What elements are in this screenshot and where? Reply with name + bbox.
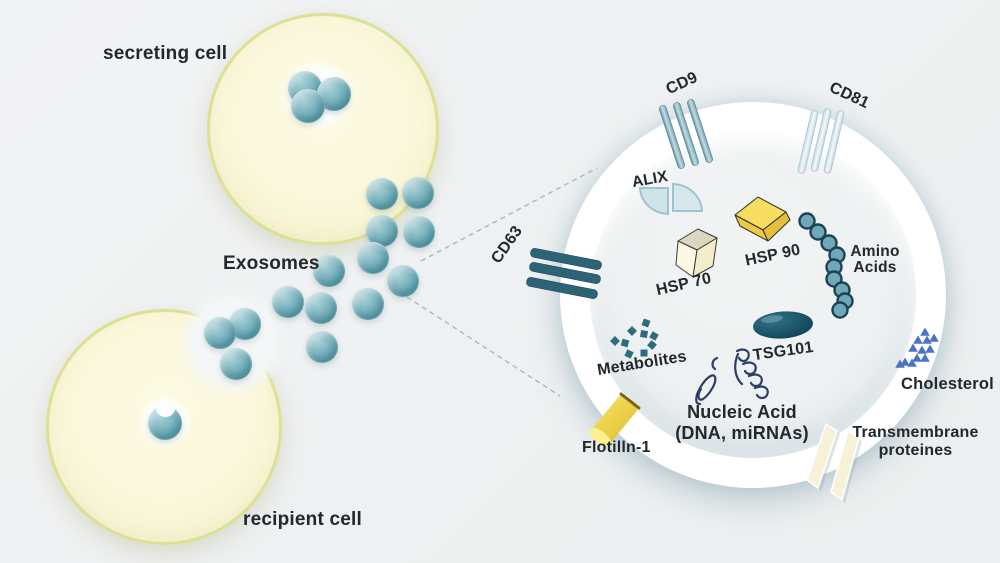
tsg101-ellipse <box>753 311 813 339</box>
cd63-protein-bars <box>526 248 602 299</box>
cd81-protein-bars <box>797 108 845 174</box>
exosome-vesicle <box>220 348 252 380</box>
nucleic-acid-squiggle <box>695 348 769 406</box>
exosomes-label: Exosomes <box>223 253 320 274</box>
amino-acids-label: Amino Acids <box>840 243 910 277</box>
exosome-vesicle <box>402 177 434 209</box>
recipient-cell-label: recipient cell <box>243 509 362 530</box>
nucleic-acid-label-line2: (DNA, miRNAs) <box>675 422 809 443</box>
flotillin-channel <box>589 392 641 447</box>
exosome-vesicle <box>291 89 325 123</box>
cholesterol-cluster <box>895 327 939 368</box>
secreting-cell-shape <box>207 13 439 245</box>
exosome-vesicle <box>305 292 337 324</box>
zoom-line-lower <box>406 296 561 397</box>
amino-acids-chain <box>798 212 854 319</box>
exosome-vesicle <box>313 255 345 287</box>
transmembrane-label-line1: Transmembrane <box>852 424 979 441</box>
nucleic-acid-label: Nucleic Acid (DNA, miRNAs) <box>658 402 826 443</box>
flotillin-label: Flotilln-1 <box>582 439 651 456</box>
transmembrane-proteins-bars <box>806 422 862 503</box>
exosome-vesicle <box>366 178 398 210</box>
exosome-vesicle <box>387 265 419 297</box>
exosome-vesicle <box>357 242 389 274</box>
transmembrane-proteins-label: Transmembrane proteines <box>843 424 988 461</box>
exosome-vesicle <box>366 215 398 247</box>
amino-acids-label-line1: Amino <box>850 243 900 260</box>
cholesterol-label: Cholesterol <box>901 375 994 393</box>
metabolites-cluster <box>610 318 659 359</box>
transmembrane-label-line2: proteines <box>878 442 953 460</box>
secreting-cell-label: secreting cell <box>103 43 228 64</box>
exosome-vesicle <box>272 286 304 318</box>
exosome-vesicle <box>403 216 435 248</box>
hsp90-cube <box>734 196 791 242</box>
cd9-protein-bars <box>659 99 713 169</box>
nucleic-acid-label-line1: Nucleic Acid <box>687 402 797 422</box>
exosome-vesicle <box>306 331 338 363</box>
exosome-vesicle <box>204 317 236 349</box>
exosome-vesicle <box>352 288 384 320</box>
hsp70-cube <box>675 228 718 278</box>
absorbed-exosome-bite <box>156 400 175 417</box>
amino-acids-label-line2: Acids <box>853 259 897 277</box>
